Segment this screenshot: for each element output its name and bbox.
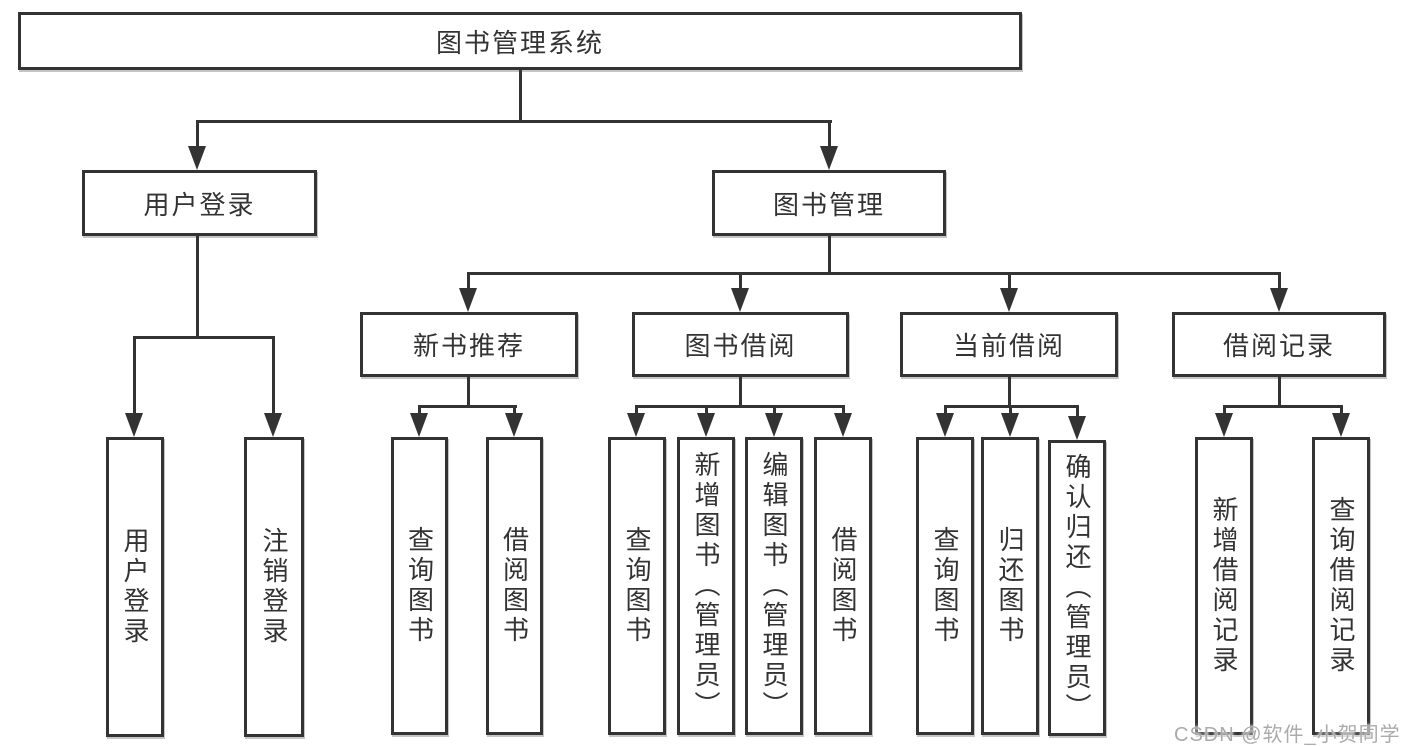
arrow-down-icon bbox=[505, 413, 523, 437]
arrow-down-icon bbox=[697, 413, 715, 437]
leaf-records-query-record: 查询借阅记录 bbox=[1312, 437, 1370, 735]
arrow-down-icon bbox=[1270, 288, 1288, 312]
node-book-borrowing: 图书借阅 bbox=[632, 312, 849, 377]
connector-line bbox=[1076, 408, 1079, 419]
node-new-book-recommendation: 新书推荐 bbox=[360, 312, 578, 377]
connector-line bbox=[1009, 408, 1012, 416]
leaf-borrowing-query-books: 查询图书 bbox=[608, 437, 666, 735]
arrow-down-icon bbox=[125, 413, 143, 437]
connector-line bbox=[1223, 408, 1226, 416]
arrow-down-icon bbox=[1332, 413, 1350, 437]
arrow-down-icon bbox=[820, 146, 838, 170]
node-user-login: 用户登录 bbox=[82, 170, 317, 236]
node-borrowing-records: 借阅记录 bbox=[1172, 312, 1386, 377]
connector-line bbox=[418, 408, 421, 416]
connector-line bbox=[944, 405, 1079, 408]
arrow-down-icon bbox=[1215, 413, 1233, 437]
connector-line bbox=[705, 408, 708, 416]
leaf-borrowing-edit-books-admin: 编辑图书（管理员） bbox=[745, 437, 803, 735]
connector-line bbox=[739, 377, 742, 408]
connector-line bbox=[1278, 275, 1281, 291]
connector-line bbox=[773, 408, 776, 416]
leaf-borrowing-add-books-admin: 新增图书（管理员） bbox=[677, 437, 735, 735]
connector-line bbox=[418, 405, 517, 408]
leaf-current-return-books: 归还图书 bbox=[981, 437, 1039, 735]
node-library-management-system: 图书管理系统 bbox=[18, 12, 1022, 70]
connector-line bbox=[467, 377, 470, 408]
connector-line bbox=[1008, 377, 1011, 408]
arrow-down-icon bbox=[765, 413, 783, 437]
arrow-down-icon bbox=[188, 146, 206, 170]
arrow-down-icon bbox=[264, 413, 282, 437]
connector-line bbox=[513, 408, 516, 416]
arrow-down-icon bbox=[1001, 413, 1019, 437]
connector-line bbox=[842, 408, 845, 416]
node-current-borrowing: 当前借阅 bbox=[900, 312, 1118, 377]
connector-line bbox=[1008, 275, 1011, 291]
leaf-current-confirm-return-admin: 确认归还（管理员） bbox=[1048, 440, 1106, 736]
arrow-down-icon bbox=[410, 413, 428, 437]
leaf-recommend-query-books: 查询图书 bbox=[391, 437, 448, 735]
connector-line bbox=[739, 275, 742, 291]
leaf-user-login: 用户登录 bbox=[106, 437, 164, 737]
connector-line bbox=[1278, 377, 1281, 408]
connector-line bbox=[1223, 405, 1343, 408]
leaf-borrowing-borrow-books: 借阅图书 bbox=[814, 437, 872, 735]
arrow-down-icon bbox=[459, 288, 477, 312]
connector-line bbox=[635, 405, 845, 408]
arrow-down-icon bbox=[834, 413, 852, 437]
arrow-down-icon bbox=[936, 413, 954, 437]
leaf-current-query-books: 查询图书 bbox=[916, 437, 974, 735]
connector-line bbox=[635, 408, 638, 416]
arrow-down-icon bbox=[1000, 288, 1018, 312]
connector-line bbox=[133, 336, 275, 339]
connector-line bbox=[196, 123, 199, 148]
watermark: CSDN @软件_小贺同学 bbox=[1174, 724, 1401, 746]
node-book-management: 图书管理 bbox=[712, 170, 946, 236]
arrow-down-icon bbox=[627, 413, 645, 437]
leaf-records-add-record: 新增借阅记录 bbox=[1195, 437, 1253, 735]
connector-line bbox=[944, 408, 947, 416]
connector-line bbox=[467, 272, 1281, 275]
connector-line bbox=[828, 236, 831, 275]
connector-line bbox=[1340, 408, 1343, 416]
connector-line bbox=[196, 236, 199, 339]
arrow-down-icon bbox=[731, 288, 749, 312]
connector-line bbox=[828, 123, 831, 148]
connector-line bbox=[272, 339, 275, 415]
leaf-recommend-borrow-books: 借阅图书 bbox=[486, 437, 543, 735]
connector-line bbox=[519, 68, 522, 123]
connector-line bbox=[196, 120, 832, 123]
connector-line bbox=[133, 339, 136, 415]
arrow-down-icon bbox=[1068, 416, 1086, 440]
connector-line bbox=[467, 275, 470, 291]
leaf-logout: 注销登录 bbox=[244, 437, 304, 737]
